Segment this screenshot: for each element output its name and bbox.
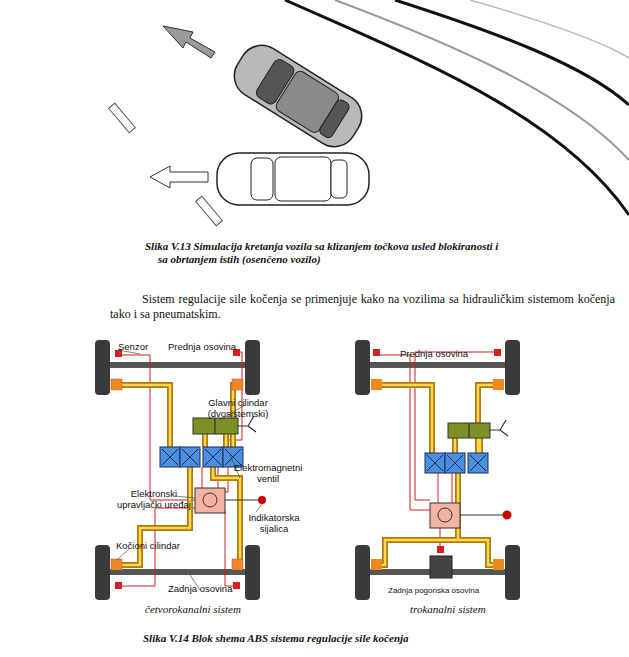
car-roof <box>275 157 331 201</box>
wheel <box>245 545 260 600</box>
car-rear-window <box>318 98 351 139</box>
part-label: Zadnja osovina <box>168 583 258 594</box>
wheel <box>95 340 110 395</box>
brake-cylinder <box>493 559 504 570</box>
road-edge <box>395 0 629 105</box>
wheel <box>245 340 260 395</box>
control-unit <box>430 503 460 528</box>
road-line <box>335 0 629 160</box>
brake-pipe <box>378 385 496 565</box>
wheel <box>95 545 110 600</box>
brake-cylinder <box>371 379 382 390</box>
lamp-wire <box>225 500 258 501</box>
part-label: Indikatorska sijalica <box>238 512 310 534</box>
shaded-car <box>226 37 370 155</box>
part-label: Glavni cilindar (dvosistemski) <box>198 397 278 419</box>
figure-caption: Slika V.13 Simulacija kretanja vozila sa… <box>145 240 503 266</box>
lamp-wire <box>460 515 503 516</box>
part-label: Prednja osovina <box>168 341 258 352</box>
car-rear-window <box>331 160 347 198</box>
brake-cylinder <box>232 559 243 570</box>
direction-arrow <box>150 166 208 188</box>
lane-marker <box>109 103 136 133</box>
brake-cylinder <box>111 379 122 390</box>
brake-cylinder <box>232 379 243 390</box>
brake-pedal <box>469 420 508 438</box>
sensor-wire <box>378 355 430 510</box>
wheel <box>505 545 520 600</box>
valve-cross <box>162 449 241 465</box>
sensor <box>437 546 444 553</box>
lane-marker <box>196 196 223 226</box>
control-unit <box>195 488 225 513</box>
sensor-wire <box>225 510 235 586</box>
sensor <box>233 582 240 589</box>
control-unit-symbol <box>203 493 217 507</box>
brake-cylinder <box>493 379 504 390</box>
road-edge <box>285 0 629 215</box>
wheel <box>355 545 370 600</box>
scheme-name: četvorokanalni sistem <box>145 603 275 616</box>
road-line <box>470 0 629 58</box>
wheel <box>355 340 370 395</box>
brake-cylinder <box>371 559 382 570</box>
wheel <box>505 340 520 395</box>
direction-arrow <box>163 26 215 58</box>
part-label: Senzor <box>118 341 168 352</box>
axle <box>110 362 245 368</box>
differential <box>430 556 452 578</box>
car-body <box>226 37 370 155</box>
part-label: Zadnja pogonska osovina <box>388 586 498 596</box>
car-windshield <box>251 158 273 200</box>
control-unit-symbol <box>438 508 452 522</box>
scheme-name: trokanalni sistem <box>410 603 520 616</box>
sensor <box>373 349 380 356</box>
part-label: Elektromagnetni ventil <box>228 462 308 484</box>
three-channel-scheme <box>355 340 520 600</box>
part-label: Kočioni cilindar <box>116 540 206 551</box>
body-paragraph: Sistem regulacije sile kočenja se primen… <box>110 292 615 322</box>
brake-cylinder <box>111 559 122 570</box>
part-label: Elektronski upravljački uređaj <box>112 488 196 510</box>
part-label: Prednja osovina <box>400 348 490 359</box>
axle <box>370 362 505 368</box>
indicator-lamp <box>258 496 266 504</box>
white-car <box>217 153 369 205</box>
sensor-wire <box>121 355 195 500</box>
indicator-lamp <box>503 511 512 520</box>
car-body <box>217 153 369 205</box>
valve-cross <box>427 455 486 471</box>
control-wire <box>438 473 452 503</box>
sensor <box>494 349 501 356</box>
brake-pipe <box>378 385 496 565</box>
sensor <box>115 582 122 589</box>
figure-caption: Slika V.14 Blok shema ABS sistema regula… <box>143 632 563 645</box>
